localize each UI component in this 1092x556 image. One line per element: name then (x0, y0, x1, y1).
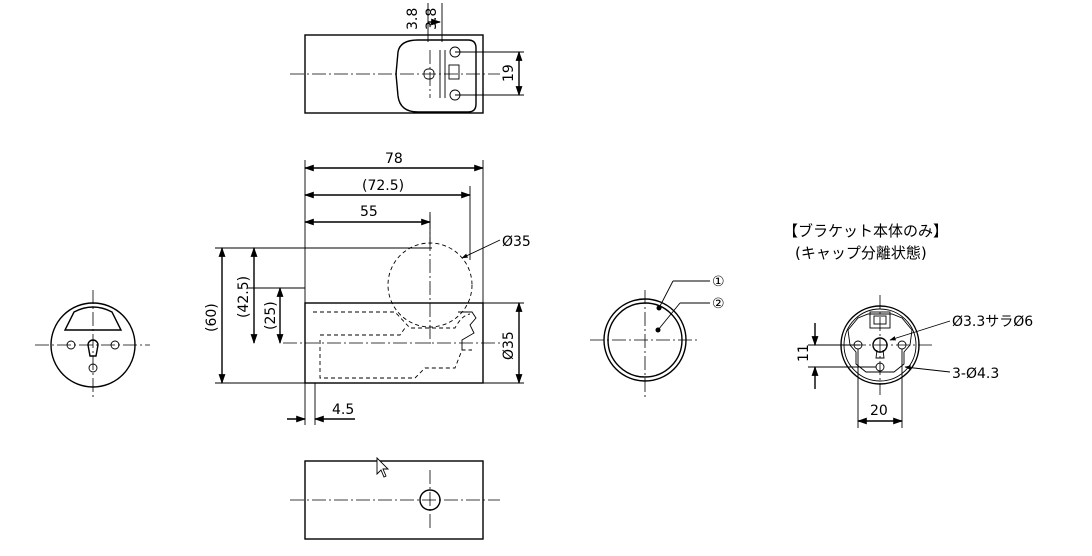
dim-height-small: (25) (263, 301, 279, 330)
dim-hole-pos: 55 (360, 204, 378, 220)
balloon-1: ① (712, 274, 725, 290)
dim-top-c: 19 (501, 64, 517, 82)
balloon-2: ② (712, 296, 725, 312)
dim-overall-width: 78 (385, 151, 403, 167)
mouse-cursor-icon (376, 456, 390, 478)
dim-top-b: 3.8 (424, 8, 440, 30)
dim-body-dia: Ø35 (501, 331, 517, 360)
dim-top-a: 3.8 (405, 8, 421, 30)
front-view (215, 160, 524, 425)
top-view (290, 3, 524, 114)
dim-20: 20 (870, 403, 888, 419)
bracket-subtitle: (キャップ分離状態) (795, 244, 927, 262)
left-end-view (35, 290, 150, 400)
dim-11: 11 (796, 344, 812, 362)
dim-wall: 4.5 (332, 402, 354, 418)
bracket-title: 【ブラケット本体のみ】 (783, 222, 948, 240)
dim-tube-dia: Ø35 (502, 234, 531, 250)
dim-height-total: (60) (204, 303, 220, 332)
dim-holes: 3-Ø4.3 (952, 366, 999, 382)
dim-ref-width: (72.5) (362, 178, 404, 194)
dim-height-mid: (42.5) (236, 276, 252, 318)
bracket-body-view (808, 295, 951, 428)
tube-end-view (590, 280, 710, 400)
bottom-view (290, 460, 500, 540)
dim-hole-spec: Ø3.3サラØ6 (952, 314, 1033, 330)
